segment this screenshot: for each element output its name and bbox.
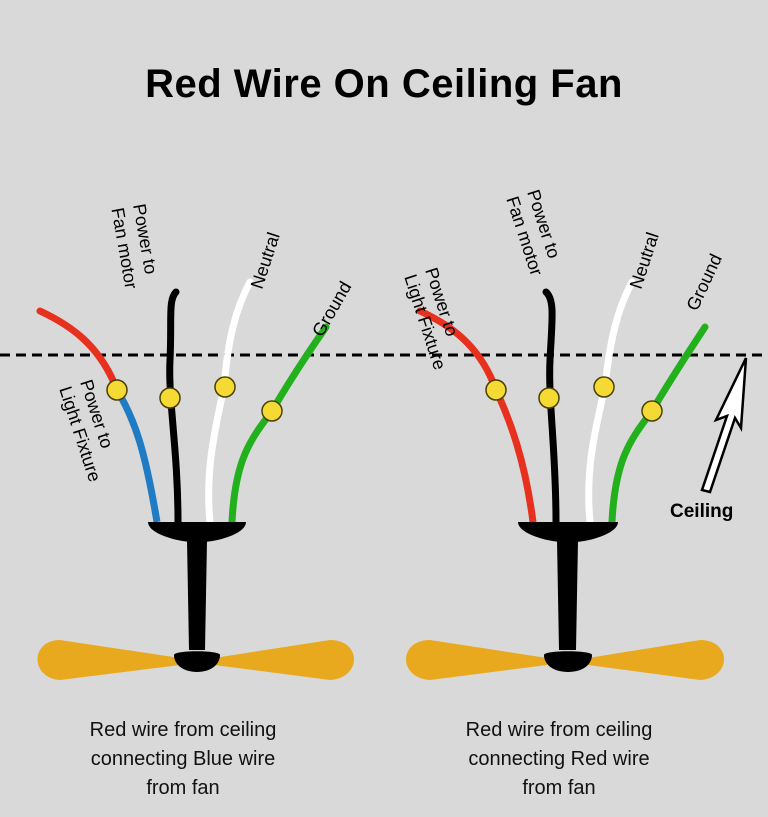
left-white-wire bbox=[205, 278, 254, 526]
right-caption: Red wire from ceiling connecting Red wir… bbox=[409, 716, 709, 803]
wire-connector bbox=[261, 400, 283, 422]
left-fan-downrod bbox=[187, 540, 207, 650]
wire-connector bbox=[641, 400, 663, 422]
right-black-wire bbox=[542, 288, 560, 526]
right-fan-motor-hub bbox=[544, 651, 592, 672]
caption-line: Red wire from ceiling bbox=[465, 719, 653, 741]
left-caption: Red wire from ceiling connecting Blue wi… bbox=[33, 716, 333, 803]
right-fan-blade-left bbox=[406, 640, 547, 680]
left-fan-motor-hub bbox=[174, 651, 220, 672]
wire-connector bbox=[214, 376, 236, 398]
left-red-ceiling-wire bbox=[36, 307, 121, 394]
left-fan-diagram: Power to Fan motor Neutral Ground Power … bbox=[36, 202, 355, 680]
wire-connector bbox=[538, 387, 560, 409]
label-power-fan-motor: Power to Fan motor bbox=[502, 187, 567, 278]
wire-connector bbox=[159, 387, 181, 409]
label-neutral: Neutral bbox=[247, 230, 284, 291]
diagram-title: Red Wire On Ceiling Fan bbox=[145, 62, 623, 106]
ceiling-label: Ceiling bbox=[670, 501, 733, 522]
left-fan-canopy bbox=[148, 522, 246, 545]
caption-line: connecting Blue wire bbox=[90, 748, 276, 770]
wire-connector bbox=[106, 379, 128, 401]
wire-connector bbox=[485, 379, 507, 401]
right-white-wire bbox=[585, 278, 636, 526]
left-fan-blade-right bbox=[214, 640, 354, 680]
ceiling-arrow-icon bbox=[700, 357, 748, 494]
caption-line: from fan bbox=[522, 777, 596, 799]
left-black-wire bbox=[166, 288, 182, 526]
right-fan-downrod bbox=[557, 540, 578, 650]
wire-connector bbox=[593, 376, 615, 398]
left-fan-blade-left bbox=[37, 640, 180, 680]
label-power-fan-motor: Power to Fan motor bbox=[107, 202, 163, 290]
caption-line: from fan bbox=[146, 777, 220, 799]
caption-line: connecting Red wire bbox=[468, 748, 650, 770]
right-fan-canopy bbox=[518, 522, 618, 545]
left-blue-fan-wire bbox=[113, 388, 161, 523]
right-fan-blade-right bbox=[588, 640, 724, 680]
label-neutral: Neutral bbox=[626, 230, 663, 291]
right-fan-diagram: Power to Fan motor Neutral Ground Power … bbox=[400, 187, 748, 680]
label-ground: Ground bbox=[682, 251, 726, 314]
caption-line: Red wire from ceiling bbox=[89, 719, 277, 741]
label-ground: Ground bbox=[308, 278, 355, 340]
